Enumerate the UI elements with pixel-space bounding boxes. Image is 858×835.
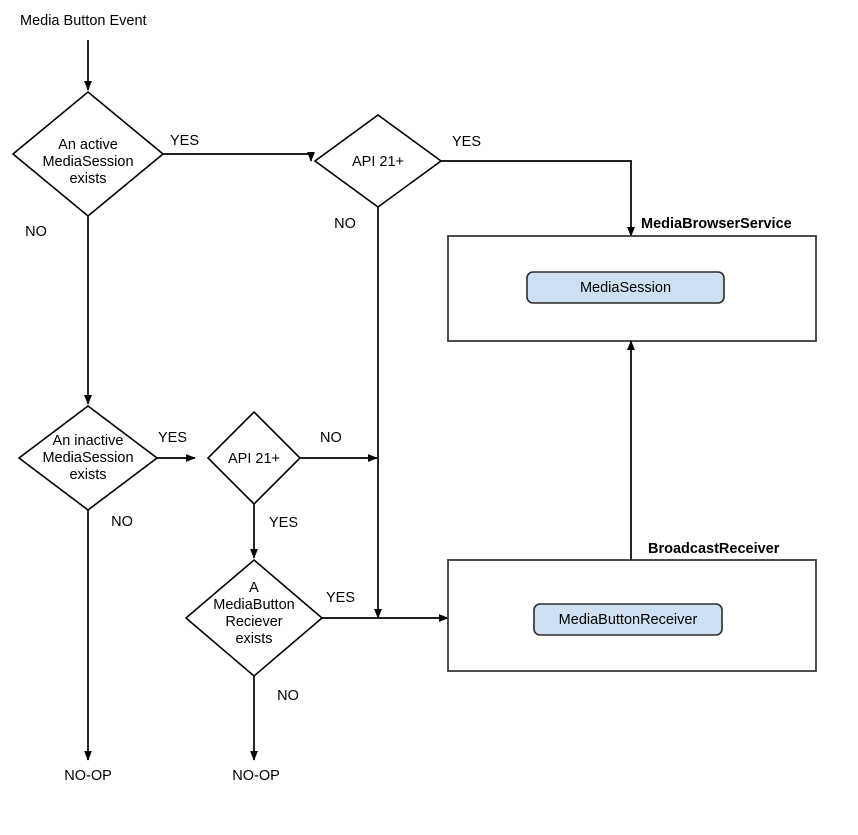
edge-label-active-yes: YES (170, 133, 199, 149)
decision-mediabutton-receiver-line-2: MediaButton (213, 597, 294, 613)
edge-label-api21-bottom-yes: YES (269, 515, 298, 531)
decision-inactive-mediasession-line-3: exists (69, 467, 106, 483)
terminal-noop-left: NO-OP (64, 768, 112, 784)
terminal-noop-middle: NO-OP (232, 768, 280, 784)
decision-active-mediasession-line-1: An active (58, 137, 118, 153)
decision-mediabutton-receiver-line-1: A (249, 580, 259, 596)
mediabuttonreceiver-box[interactable] (533, 603, 723, 636)
edge-label-api21-top-yes: YES (452, 134, 481, 150)
edge-label-active-no: NO (25, 224, 47, 240)
decision-active-mediasession: An active MediaSession exists (11, 90, 165, 218)
edge-label-inactive-yes: YES (158, 430, 187, 446)
decision-api21-top: API 21+ (313, 114, 443, 208)
decision-api21-bottom: API 21+ (206, 410, 302, 506)
container-broadcast-receiver: BroadcastReceiver MediaButtonReceiver (447, 541, 817, 672)
edge-label-mbr-no: NO (277, 688, 299, 704)
container-label-media-browser-service: MediaBrowserService (641, 216, 792, 232)
decision-api21-top-label: API 21+ (352, 154, 404, 170)
edge-label-inactive-no: NO (111, 514, 133, 530)
decision-inactive-mediasession-line-1: An inactive (53, 433, 124, 449)
decision-mediabutton-receiver-line-4: exists (235, 631, 272, 647)
edge-label-api21-bottom-no: NO (320, 430, 342, 446)
decision-mediabutton-receiver: A MediaButton Reciever exists (184, 558, 324, 678)
container-media-browser-service: MediaBrowserService MediaSession (447, 216, 817, 342)
entry-label: Media Button Event (20, 13, 147, 29)
component-mediabuttonreceiver[interactable]: MediaButtonReceiver (533, 603, 723, 636)
component-mediasession[interactable]: MediaSession (526, 271, 725, 304)
container-label-broadcast-receiver: BroadcastReceiver (648, 541, 780, 557)
decision-mediabutton-receiver-line-3: Reciever (225, 614, 282, 630)
decision-inactive-mediasession-line-2: MediaSession (42, 450, 133, 466)
mediasession-box[interactable] (526, 271, 725, 304)
edge-api21-top-yes-to-media-browser-service (441, 160, 635, 237)
decision-inactive-mediasession: An inactive MediaSession exists (17, 404, 159, 512)
edge-label-mbr-yes: YES (326, 590, 355, 606)
edge-active-yes-to-api21-top (163, 151, 315, 162)
decision-active-mediasession-line-2: MediaSession (42, 154, 133, 170)
decision-active-mediasession-line-3: exists (69, 171, 106, 187)
mediasession-label: MediaSession (580, 280, 671, 296)
edge-label-api21-top-no: NO (334, 216, 356, 232)
mediabuttonreceiver-label: MediaButtonReceiver (559, 612, 698, 628)
decision-api21-bottom-label: API 21+ (228, 451, 280, 467)
